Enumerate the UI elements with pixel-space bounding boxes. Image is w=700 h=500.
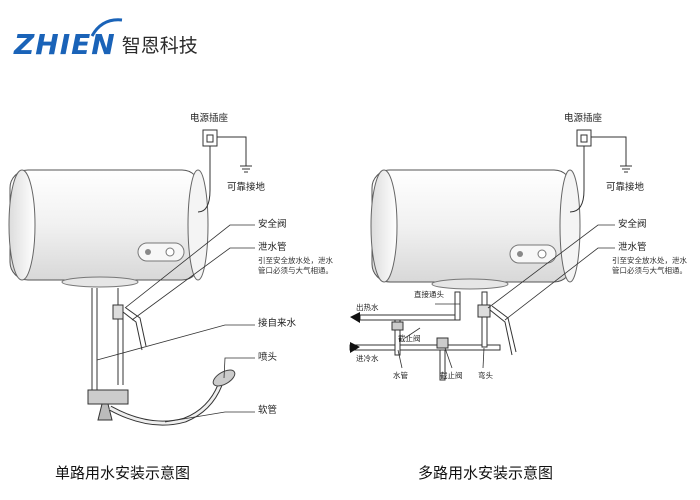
left-power-socket-icon (202, 129, 218, 147)
left-cold-water-label: 接自来水 (258, 318, 297, 329)
elbow-label: 弯头 (478, 371, 493, 380)
left-drain-note-line2: 管口必须与大气相通。 (258, 266, 333, 275)
left-ground-icon (217, 136, 252, 173)
hot-out-arrow-icon (350, 312, 360, 323)
water-pipe-label: 水管 (393, 371, 408, 380)
left-leader-lines (96, 224, 255, 423)
left-caption: 单路用水安装示意图 (55, 464, 191, 482)
right-caption: 多路用水安装示意图 (418, 464, 554, 482)
right-arrows (350, 312, 360, 353)
right-safety-valve-label: 安全阀 (618, 219, 647, 230)
hot-out-label: 出热水 (356, 303, 379, 312)
left-ground-label: 可靠接地 (227, 182, 266, 193)
right-drain-pipe-label: 泄水管 (618, 242, 647, 253)
cold-in-label: 进冷水 (356, 354, 379, 363)
right-drain-note-line2: 管口必须与大气相通。 (612, 266, 687, 275)
logo-text-cn: 智恩科技 (121, 35, 198, 57)
right-ground-label: 可靠接地 (606, 182, 645, 193)
cold-in-arrow-icon (350, 342, 360, 353)
right-water-heater-tank (370, 140, 585, 290)
right-power-socket-icon (576, 129, 592, 147)
stop-valve-bottom-label: 截止阀 (440, 371, 463, 380)
right-power-socket-label: 电源插座 (564, 113, 603, 124)
right-ground-icon (591, 136, 632, 173)
left-water-heater-tank (8, 140, 211, 288)
left-drain-note-line1: 引至安全放水处，泄水 (258, 256, 333, 265)
logo-swoosh-icon (90, 18, 123, 37)
stop-valve-top-label: 截止阀 (398, 334, 421, 343)
straight-fitting-label: 直接通头 (414, 290, 444, 299)
left-drain-pipe-label: 泄水管 (258, 242, 287, 253)
right-drain-note-line1: 引至安全放水处，泄水 (612, 256, 687, 265)
left-safety-valve-label: 安全阀 (258, 219, 287, 230)
right-leader-lines (397, 224, 615, 369)
logo-text-en: ZHIEN (14, 28, 116, 61)
left-pipes (87, 288, 147, 421)
right-pipes (349, 291, 517, 381)
left-hose-label: 软管 (258, 405, 278, 416)
brand-logo: ZHIEN 智恩科技 (14, 18, 198, 61)
left-power-socket-label: 电源插座 (190, 113, 229, 124)
left-shower-head-label: 喷头 (258, 352, 278, 363)
